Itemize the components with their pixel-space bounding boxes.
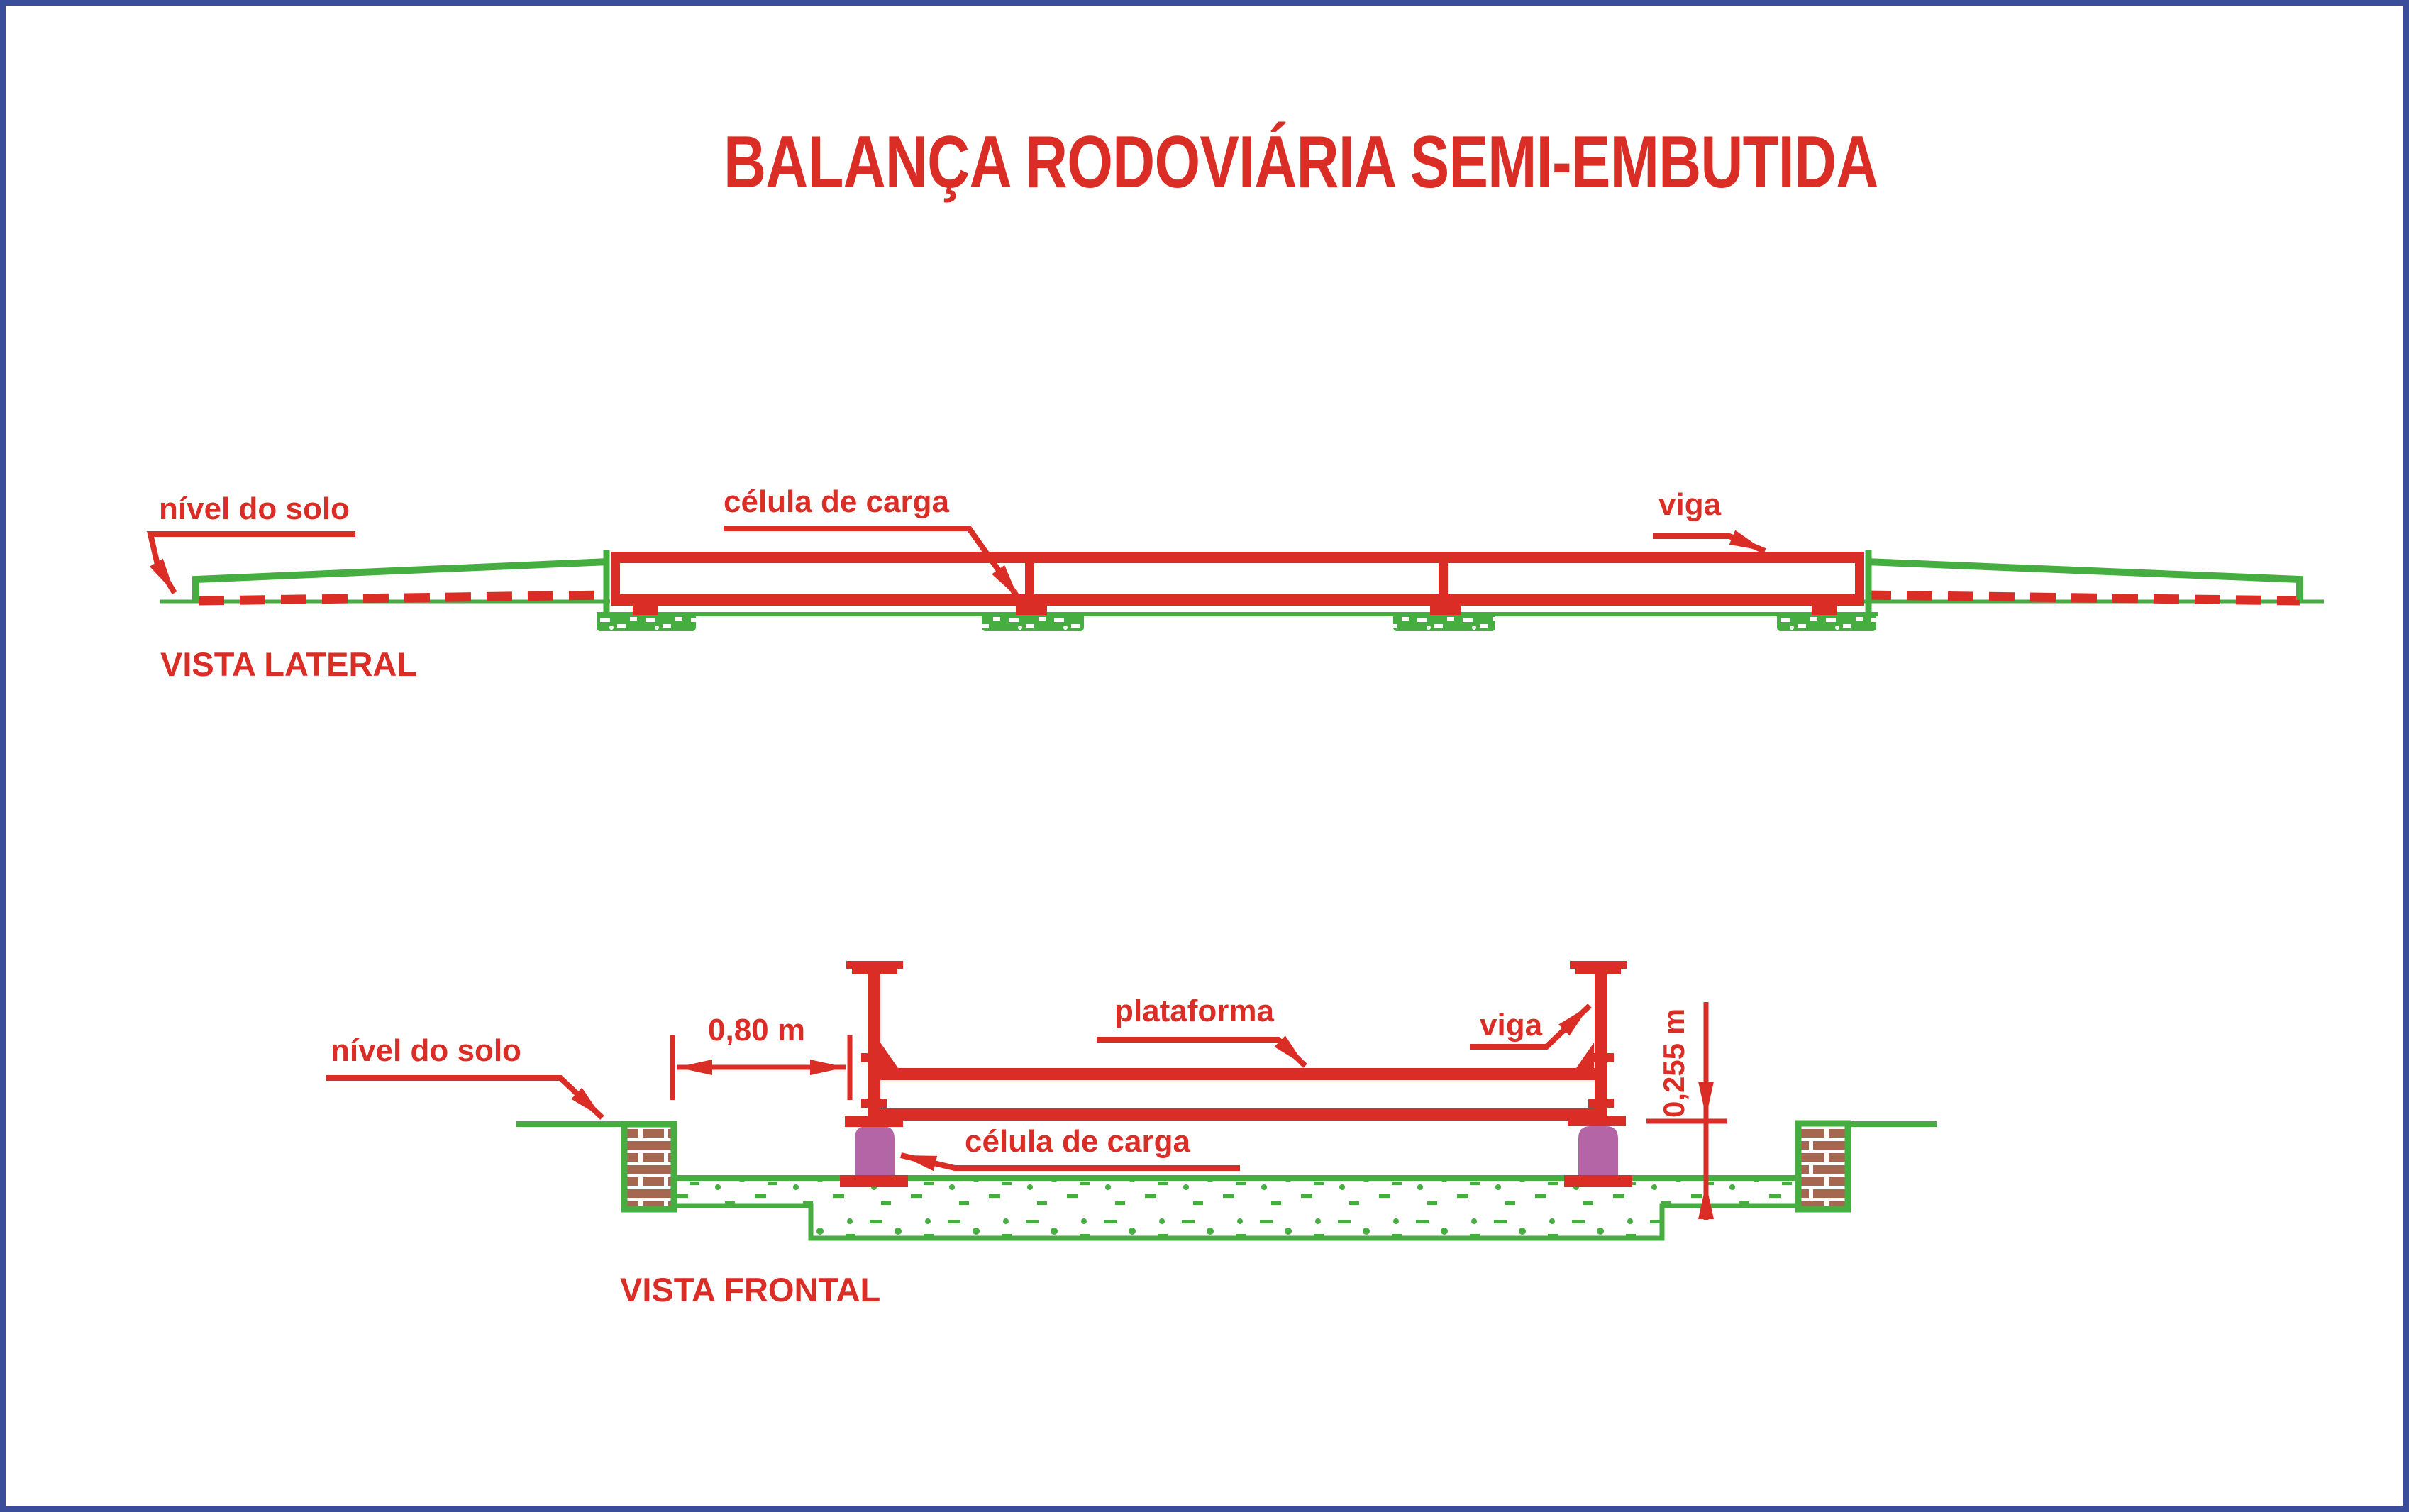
platform-bottom-beam [611,594,1864,606]
load-cell-base-left [840,1175,908,1187]
beam-right [1570,961,1627,1118]
load-cell-right [1578,1126,1618,1177]
label-beam-side: viga [1658,487,1722,522]
label-load-cell-front: célula de carga [965,1124,1190,1159]
technical-drawing [146,526,2324,1241]
beam-top-flange [846,961,903,969]
support-foot-3 [1430,606,1461,615]
beam-top-flange [1570,961,1627,969]
leader-beam-side [1653,530,1766,554]
leader-load-cell-front [900,1152,1240,1172]
platform-top-beam [611,552,1864,563]
label-platform: plataforma [1114,994,1274,1028]
front-view-drawing [326,961,1937,1241]
footing-pad-4 [1777,613,1876,631]
beam-web [1595,969,1607,1118]
buried-outline-right [1865,590,2300,606]
gusset [880,1043,898,1068]
label-load-cell-side: célula de carga [724,484,949,519]
support-foot-4 [1812,606,1837,615]
label-ground-level-side: nível do solo [159,491,350,526]
page-title: BALANÇA RODOVIÁRIA SEMI-EMBUTIDA [724,121,1878,204]
side-view-drawing [146,526,2324,631]
support-foot-2 [1016,606,1047,615]
beam-connector [1588,1099,1614,1108]
platform-top-plate [880,1068,1595,1080]
side-view-caption: VISTA LATERAL [160,645,418,683]
beam-connector [861,1099,887,1108]
front-view-caption: VISTA FRONTAL [620,1271,881,1308]
platform-end-left [611,552,620,606]
beam-web [868,969,880,1118]
leader-platform [1097,1035,1307,1068]
pit-wall-right [1795,1120,1851,1213]
leader-load-cell-side [724,526,1021,601]
leader-beam-front [1470,1004,1592,1050]
platform-end-right [1855,552,1864,606]
leader-ground-level-front [326,1075,604,1120]
label-ground-level-front: nível do solo [331,1033,521,1068]
footing-pad-1 [597,613,696,631]
label-beam-front: viga [1480,1008,1543,1043]
leader-ground-level-side [146,531,355,595]
beam-left [846,961,903,1118]
footing-pad-2 [982,613,1084,631]
platform-joint-2 [1439,552,1448,606]
approach-ramp-right [1865,558,2303,600]
dimension-0-255 [1646,1002,1727,1220]
buried-outline-left [198,590,609,606]
platform-bottom-plate [880,1108,1595,1121]
approach-ramp-left [192,558,609,600]
platform-side [611,552,1864,615]
load-cell-left [855,1126,895,1177]
dimension-0-80 [670,1035,853,1100]
platform-joint-1 [1025,552,1034,606]
dimension-label-depth: 0,255 m [1657,1008,1690,1118]
gusset [1576,1043,1594,1068]
pit-wall-left [621,1121,677,1213]
dimension-label-width: 0,80 m [708,1013,805,1047]
load-cell-base-right [1564,1175,1632,1187]
footing-pad-3 [1393,613,1495,631]
support-foot-1 [633,606,658,615]
beam-connector [1588,1053,1614,1062]
